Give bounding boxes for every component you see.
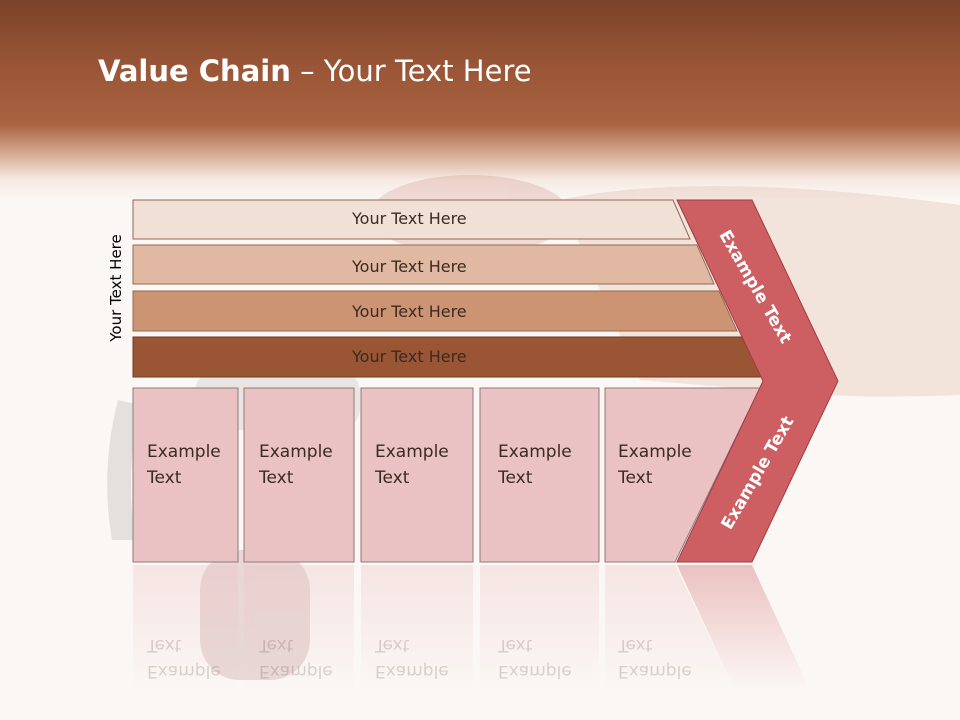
cell-text-1-line1: Example xyxy=(147,442,221,462)
cell-text-3-line2: Text xyxy=(375,468,410,488)
title-rest: – Your Text Here xyxy=(290,54,532,88)
cell-text-5: Example Text xyxy=(618,439,692,491)
vertical-label: Your Text Here xyxy=(107,234,125,342)
cell-text-3-line1: Example xyxy=(375,442,449,462)
cell-reflection-2-line1: Example xyxy=(259,661,333,681)
cell-box-1 xyxy=(132,387,239,563)
row-bar-3 xyxy=(132,290,738,332)
cell-box-3 xyxy=(360,387,474,563)
cell-reflection-3 xyxy=(361,565,473,690)
cell-text-2-line1: Example xyxy=(259,442,333,462)
cell-reflection-3-line1: Example xyxy=(375,661,449,681)
cell-box-2 xyxy=(243,387,355,563)
cell-reflection-1-line2: Text xyxy=(147,635,182,655)
chevron-reflection xyxy=(677,565,810,690)
cell-text-1: Example Text xyxy=(147,439,221,491)
cell-box-5 xyxy=(604,387,761,563)
row-label-2: Your Text Here xyxy=(352,257,467,276)
cell-reflection-1-line1: Example xyxy=(147,661,221,681)
row-label-4: Your Text Here xyxy=(352,347,467,366)
cell-reflection-1 xyxy=(133,565,238,690)
cell-text-reflection-2: Example Text xyxy=(259,632,333,684)
cell-reflection-5-line2: Text xyxy=(618,635,653,655)
chevron-arrow xyxy=(676,199,839,563)
cell-text-reflection-1: Example Text xyxy=(147,632,221,684)
cell-reflection-4-line1: Example xyxy=(498,661,572,681)
cell-text-5-line2: Text xyxy=(618,468,653,488)
cell-reflection-5-line1: Example xyxy=(618,661,692,681)
cell-box-4 xyxy=(479,387,600,563)
cell-reflection-5 xyxy=(605,565,735,690)
cell-text-4-line1: Example xyxy=(498,442,572,462)
cell-reflection-4 xyxy=(480,565,599,690)
cell-text-4-line2: Text xyxy=(498,468,533,488)
cell-text-2: Example Text xyxy=(259,439,333,491)
cell-text-reflection-5: Example Text xyxy=(618,632,692,684)
header-band xyxy=(0,0,960,200)
cell-text-4: Example Text xyxy=(498,439,572,491)
cell-reflection-3-line2: Text xyxy=(375,635,410,655)
row-label-1: Your Text Here xyxy=(352,209,467,228)
title-bold: Value Chain xyxy=(98,54,291,88)
cell-reflection-2 xyxy=(244,565,354,690)
cell-text-2-line2: Text xyxy=(259,468,294,488)
row-bar-2 xyxy=(132,244,715,285)
cell-text-reflection-3: Example Text xyxy=(375,632,449,684)
page-title: Value Chain – Your Text Here xyxy=(98,54,532,88)
cell-text-1-line2: Text xyxy=(147,468,182,488)
cell-reflection-4-line2: Text xyxy=(498,635,533,655)
cell-text-5-line1: Example xyxy=(618,442,692,462)
row-bar-1 xyxy=(132,199,691,240)
row-label-3: Your Text Here xyxy=(352,302,467,321)
cell-text-3: Example Text xyxy=(375,439,449,491)
cell-text-reflection-4: Example Text xyxy=(498,632,572,684)
cell-reflection-2-line2: Text xyxy=(259,635,294,655)
